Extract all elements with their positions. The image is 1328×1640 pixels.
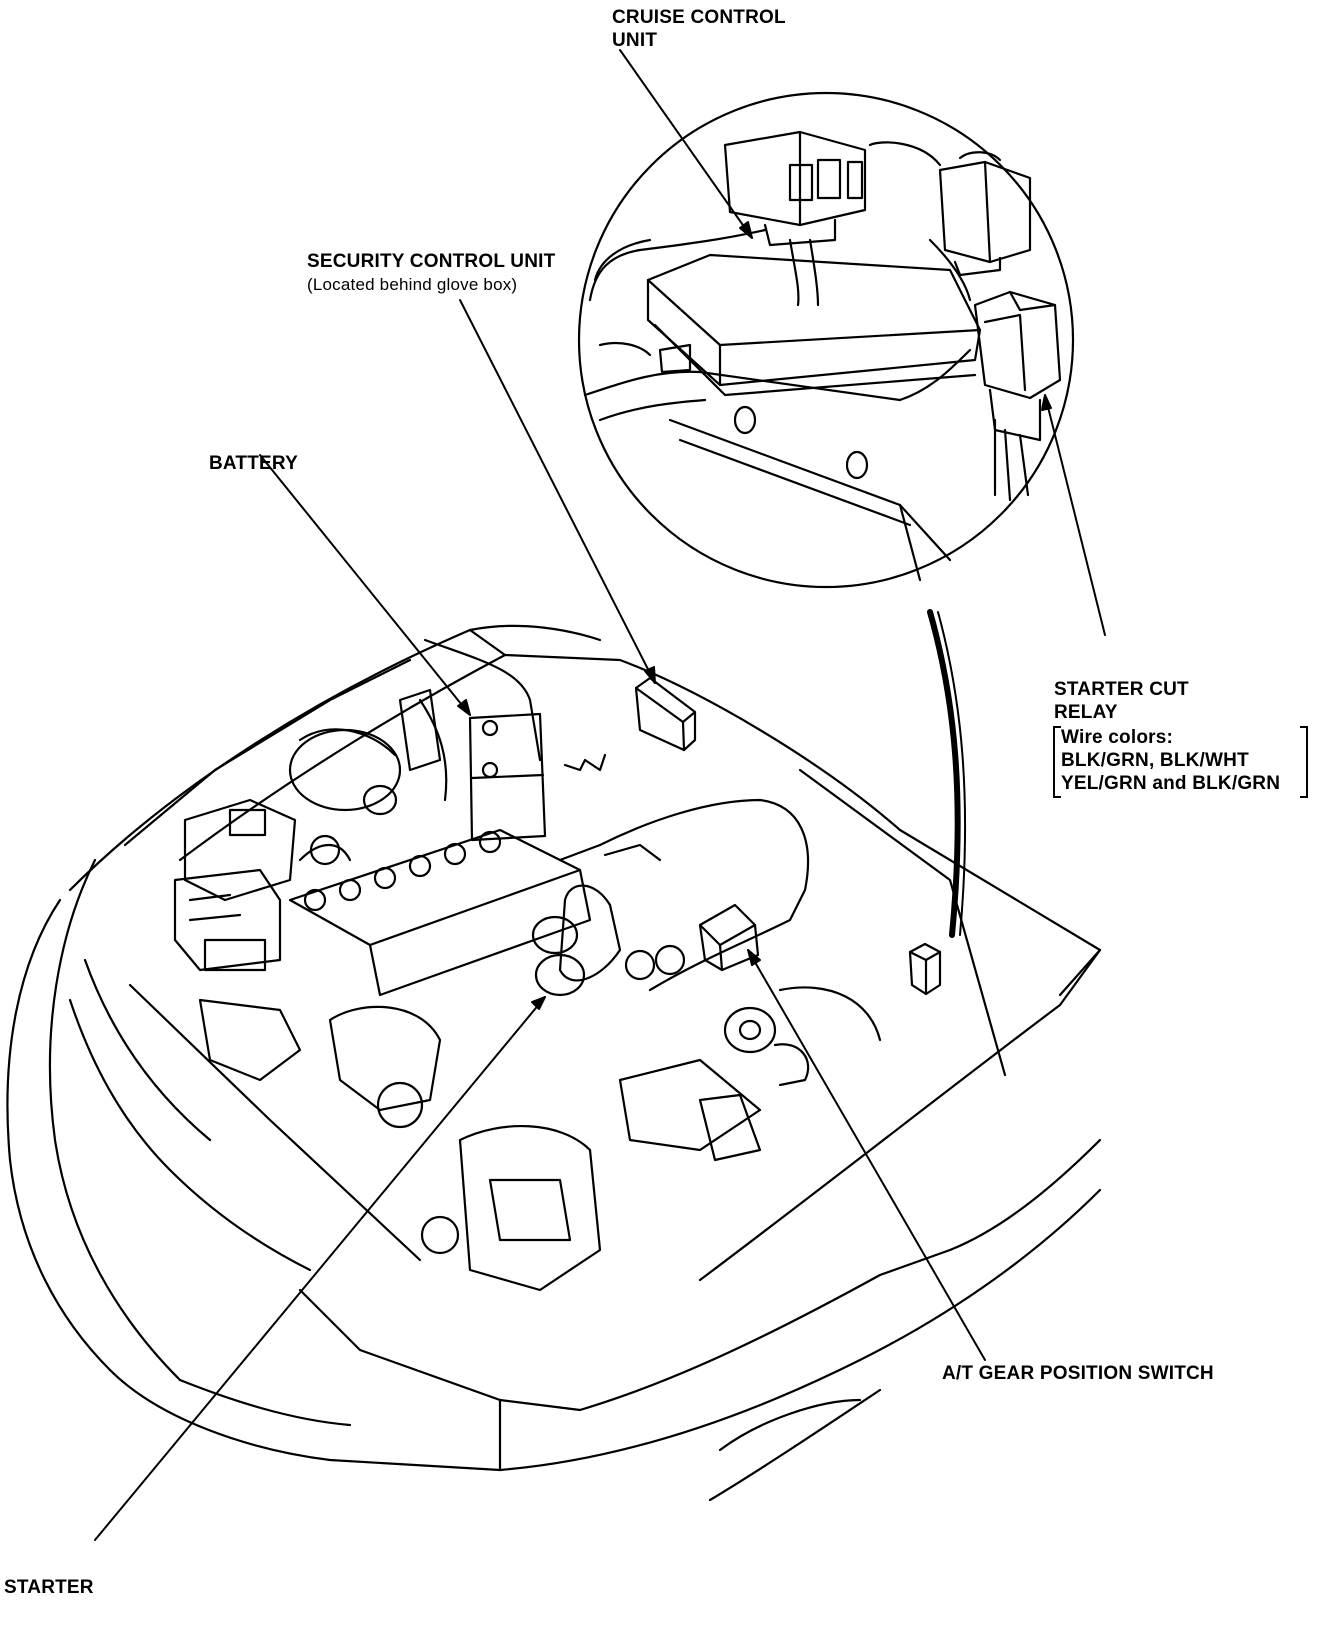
battery-label-text: BATTERY	[209, 453, 299, 474]
wire-colors-line1: BLK/GRN, BLK/WHT	[1061, 750, 1249, 771]
gear-position-switch-label: A/T GEAR POSITION SWITCH	[942, 1362, 1214, 1385]
starter-label-text: STARTER	[4, 1577, 94, 1598]
cruise-control-unit-label: CRUISE CONTROL UNIT	[612, 6, 786, 52]
leader-lines	[94, 49, 1106, 1541]
detail-magnifier	[577, 91, 1075, 938]
starter-label: STARTER	[4, 1576, 94, 1599]
wire-colors-label: Wire colors: BLK/GRN, BLK/WHT YEL/GRN an…	[1061, 726, 1280, 795]
gear-position-switch-label-text: A/T GEAR POSITION SWITCH	[942, 1363, 1214, 1384]
starter-cut-relay-label: STARTER CUT RELAY	[1054, 678, 1189, 724]
leader-battery	[259, 454, 471, 716]
wire-colors-title: Wire colors:	[1061, 727, 1174, 748]
starter-cut-relay-line2: RELAY	[1054, 702, 1118, 723]
car-body	[6, 624, 1102, 1502]
engine-compartment	[123, 638, 882, 1292]
wire-colors-bracket-right	[1300, 726, 1308, 798]
security-control-unit-label: SECURITY CONTROL UNIT (Located behind gl…	[307, 250, 555, 296]
starter-cut-relay-line1: STARTER CUT	[1054, 679, 1189, 700]
starter-cut-relay-box	[908, 942, 942, 996]
leader-security-control	[459, 299, 656, 684]
leader-gear-switch	[747, 949, 986, 1361]
wire-colors-line2: YEL/GRN and BLK/GRN	[1061, 773, 1281, 794]
security-control-unit-note: (Located behind glove box)	[307, 275, 518, 294]
leader-starter-cut-relay	[1044, 394, 1106, 636]
gear-switch-box	[698, 903, 760, 972]
wire-colors-bracket-left	[1053, 726, 1061, 798]
battery	[468, 712, 547, 842]
cruise-control-unit-label-line2: UNIT	[612, 30, 658, 51]
battery-label: BATTERY	[209, 452, 298, 475]
security-control-unit-box	[634, 676, 697, 752]
leader-cruise-control	[619, 49, 753, 239]
security-control-unit-title: SECURITY CONTROL UNIT	[307, 251, 556, 272]
leader-starter	[94, 996, 546, 1541]
cruise-control-unit-label-line1: CRUISE CONTROL	[612, 7, 786, 28]
